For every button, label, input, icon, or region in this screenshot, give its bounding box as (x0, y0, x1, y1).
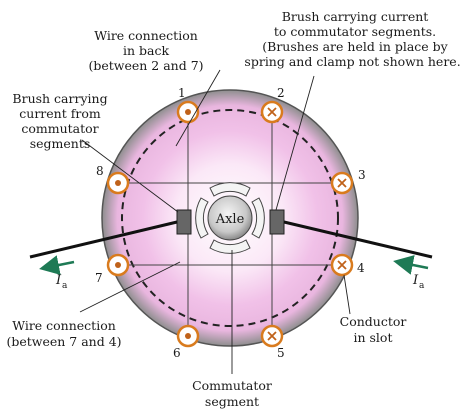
conductor-number-2: 2 (277, 86, 285, 100)
label-wire-back: Wire connection in back (between 2 and 7… (88, 28, 203, 73)
current-arrow-left (39, 255, 75, 275)
conductor-number-6: 6 (173, 346, 181, 360)
svg-text:spring and clamp not shown her: spring and clamp not shown here.) (244, 54, 460, 69)
label-wire-front: Wire connection (between 7 and 4) (6, 318, 121, 349)
label-commutator: Commutator segment (192, 378, 272, 409)
conductor-1 (176, 100, 200, 124)
lead-right (283, 220, 433, 259)
wire-connection-circle (121, 109, 339, 327)
svg-text:Conductor: Conductor (340, 314, 407, 329)
conductor-number-5: 5 (277, 346, 285, 360)
conductor-2 (260, 100, 284, 124)
conductor-number-8: 8 (96, 164, 104, 178)
svg-text:in back: in back (123, 43, 169, 58)
svg-text:Brush carrying current: Brush carrying current (282, 9, 429, 24)
svg-text:Wire connection: Wire connection (12, 318, 116, 333)
commutator-segment-top (209, 182, 251, 197)
svg-text:(between 2 and 7): (between 2 and 7) (88, 58, 203, 73)
leader-lines (79, 69, 351, 374)
conductor-number-1: 1 (178, 86, 186, 100)
svg-text:Brush carrying: Brush carrying (12, 91, 107, 106)
label-conductor: Conductor in slot (340, 314, 407, 345)
brush-right (269, 209, 285, 235)
commutator-segment-bottom (209, 239, 251, 254)
current-label-right: I a (412, 273, 425, 291)
svg-text:Wire connection: Wire connection (94, 28, 198, 43)
svg-text:I: I (55, 273, 62, 288)
commutator-segment-right (251, 197, 265, 239)
svg-text:(Brushes are held in place by: (Brushes are held in place by (262, 39, 448, 54)
brush-left (176, 209, 192, 235)
conductor-8 (106, 171, 130, 195)
label-brush-from: Brush carrying current from commutator s… (12, 91, 107, 151)
label-brush-to: Brush carrying current to commutator seg… (244, 9, 460, 69)
svg-text:I: I (412, 273, 419, 288)
conductor-number-7: 7 (95, 271, 103, 285)
lead-left (29, 220, 178, 259)
commutator (195, 182, 265, 254)
svg-text:to commutator segments.: to commutator segments. (274, 24, 436, 39)
current-arrow-right (393, 255, 429, 275)
commutator-segment-left (195, 197, 209, 239)
conductor-7 (106, 253, 130, 277)
conductor-4 (330, 253, 354, 277)
current-label-left: I a (55, 273, 68, 291)
conductor-3 (330, 171, 354, 195)
conductor-number-3: 3 (358, 168, 366, 182)
svg-text:Commutator: Commutator (192, 378, 272, 393)
svg-text:current from: current from (19, 106, 101, 121)
svg-text:in slot: in slot (354, 330, 393, 345)
svg-text:segments: segments (30, 136, 91, 151)
axle-label: Axle (215, 212, 245, 227)
conductor-6 (176, 324, 200, 348)
svg-text:a: a (62, 281, 68, 291)
axle (207, 195, 253, 241)
svg-text:a: a (419, 281, 425, 291)
conductor-5 (260, 324, 284, 348)
svg-text:(between 7 and 4): (between 7 and 4) (6, 334, 121, 349)
svg-text:commutator: commutator (21, 121, 98, 136)
svg-text:segment: segment (205, 394, 259, 409)
conductor-number-4: 4 (357, 261, 365, 275)
